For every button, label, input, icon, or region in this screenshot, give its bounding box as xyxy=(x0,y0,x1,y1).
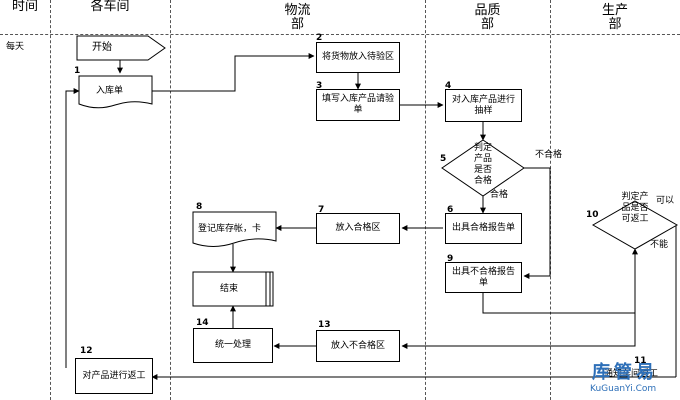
step-12-number: 12 xyxy=(80,346,93,356)
column-divider xyxy=(425,0,426,400)
column-divider xyxy=(50,0,51,400)
step-10-label: 判定产品是否可返工 xyxy=(620,192,650,225)
step-11-label: 通知车间返工 xyxy=(604,369,659,379)
start-label: 开始 xyxy=(92,42,112,53)
column-divider xyxy=(170,0,171,400)
header-workshop: 各车间 xyxy=(50,0,170,36)
header-production: 生产部 xyxy=(550,0,680,36)
watermark-url: KuGuanYi.Com xyxy=(590,384,657,394)
header-quality-label-2: 部 xyxy=(480,17,494,32)
step-8-number: 8 xyxy=(196,202,203,212)
step-1-number: 1 xyxy=(74,66,81,76)
header-logistics-label-2: 部 xyxy=(290,17,304,32)
step-5-text: 判定产品是否合格 xyxy=(473,143,492,186)
header-logistics: 物流部 xyxy=(170,0,425,36)
step-8-label: 登记库存帐，卡 xyxy=(198,224,262,234)
step-13-number: 13 xyxy=(318,320,331,330)
frequency-label: 每天 xyxy=(6,42,25,52)
header-time: 时间 xyxy=(0,0,50,36)
step-3-box: 填写入库产品请验单 xyxy=(316,89,400,121)
step-2-number: 2 xyxy=(316,33,323,43)
edge-5-9 xyxy=(523,167,551,279)
step-9-label: 出具不合格报告单 xyxy=(451,266,515,288)
doc-8-shape xyxy=(192,211,277,247)
edge-pass-label: 合格 xyxy=(490,190,509,200)
step-14-number: 14 xyxy=(196,318,209,328)
step-6-number: 6 xyxy=(447,205,454,215)
step-3-number: 3 xyxy=(316,81,323,91)
step-6-box: 出具合格报告单 xyxy=(445,213,522,244)
edge-fail-label: 不合格 xyxy=(535,150,563,160)
header-quality-label-1: 品质 xyxy=(474,3,501,18)
step-3-label: 填写入库产品请验单 xyxy=(321,94,394,115)
edge-can-label: 可以 xyxy=(656,196,675,206)
header-time-label: 时间 xyxy=(11,0,38,14)
edge-10-13 xyxy=(401,249,636,349)
start-shape xyxy=(76,35,166,61)
step-1-label: 入库单 xyxy=(96,86,124,96)
edge-1-2 xyxy=(152,53,315,92)
step-12-box: 对产品进行返工 xyxy=(75,358,153,394)
step-6-label: 出具合格报告单 xyxy=(451,223,515,233)
step-7-box: 放入合格区 xyxy=(316,213,400,244)
header-workshop-label: 各车间 xyxy=(90,0,130,14)
header-quality: 品质部 xyxy=(425,0,550,36)
header-logistics-label-1: 物流 xyxy=(284,3,311,18)
step-14-box: 统一处理 xyxy=(193,328,273,363)
step-10-number: 10 xyxy=(586,210,599,220)
doc-1-shape xyxy=(78,75,153,109)
header-production-label-1: 生产 xyxy=(601,3,628,18)
step-4-label: 对入库产品进行抽样 xyxy=(451,94,515,116)
decision-5-shape xyxy=(441,139,525,197)
step-11-number: 11 xyxy=(634,356,647,366)
step-7-label: 放入合格区 xyxy=(335,223,381,233)
watermark-logo: 库管易 xyxy=(592,362,658,383)
end-shape xyxy=(192,271,274,307)
step-14-label: 统一处理 xyxy=(214,340,251,350)
step-13-label: 放入不合格区 xyxy=(330,340,385,351)
step-2-label: 将货物放入待验区 xyxy=(321,52,394,62)
step-10-text: 判定产品是否可返工 xyxy=(621,192,649,224)
step-5-number: 5 xyxy=(440,154,447,164)
step-4-number: 4 xyxy=(445,81,452,91)
edge-cannot-label: 不能 xyxy=(650,240,669,250)
header-divider xyxy=(0,34,680,35)
decision-10-shape xyxy=(591,200,679,250)
step-9-box: 出具不合格报告单 xyxy=(445,262,522,293)
step-9-number: 9 xyxy=(447,254,454,264)
step-12-label: 对产品进行返工 xyxy=(82,370,146,381)
step-4-box: 对入库产品进行抽样 xyxy=(445,89,522,122)
end-label: 结束 xyxy=(220,284,239,294)
edge-12-1 xyxy=(65,88,80,368)
header-production-label-2: 部 xyxy=(608,17,622,32)
step-5-label: 判定产品是否合格 xyxy=(470,143,496,187)
step-13-box: 放入不合格区 xyxy=(316,330,400,362)
step-7-number: 7 xyxy=(318,205,325,215)
step-2-box: 将货物放入待验区 xyxy=(316,42,400,73)
